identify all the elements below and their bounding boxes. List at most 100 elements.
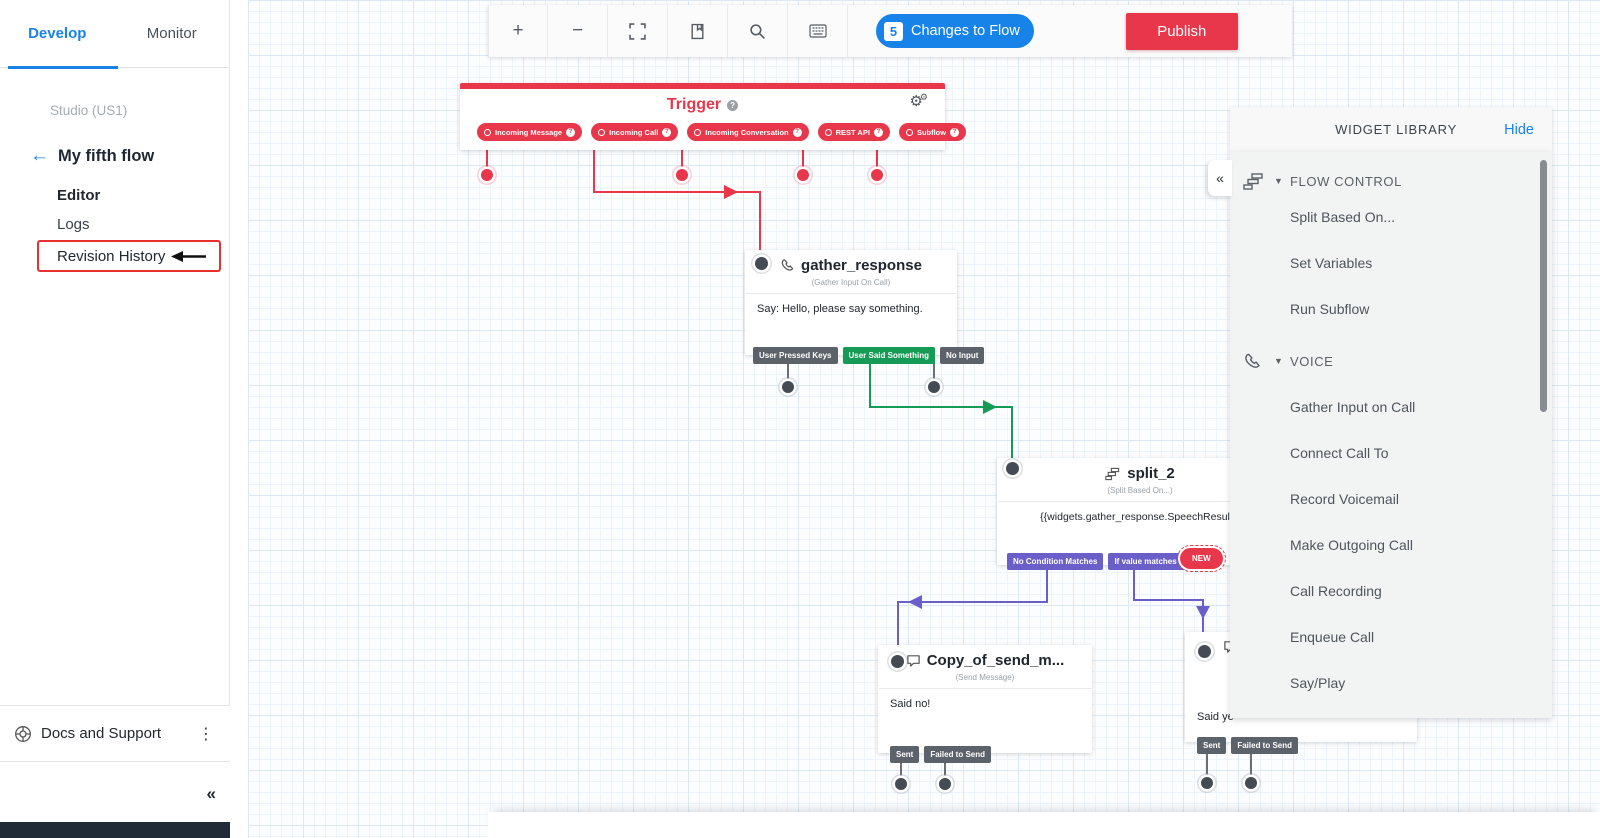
- transition-row: User Pressed Keys User Said Something No…: [753, 347, 985, 364]
- hide-library-link[interactable]: Hide: [1504, 121, 1534, 138]
- transition-user-pressed-keys[interactable]: User Pressed Keys: [753, 347, 838, 364]
- gear-icon[interactable]: ⚙⚙: [909, 92, 928, 110]
- changes-to-flow-button[interactable]: 5 Changes to Flow: [876, 14, 1034, 48]
- connector-green: [1011, 406, 1013, 464]
- radio-icon: [824, 128, 832, 136]
- widget-copy-of-send-m[interactable]: Copy_of_send_m... (Send Message) Said no…: [878, 645, 1092, 753]
- help-icon[interactable]: ?: [873, 127, 883, 137]
- transition-sent[interactable]: Sent: [1197, 737, 1227, 754]
- trigger-pill-incoming-call[interactable]: Incoming Call ?: [591, 123, 679, 141]
- connector-purple: [1133, 599, 1204, 601]
- trigger-pill-subflow[interactable]: Subflow ?: [898, 123, 967, 141]
- connector-red: [759, 191, 761, 253]
- widget-body: Said no!: [890, 698, 931, 710]
- library-item-connect-call-to[interactable]: Connect Call To: [1290, 445, 1389, 461]
- transition-sent[interactable]: Sent: [890, 746, 920, 763]
- transition-user-said-something[interactable]: User Said Something: [842, 347, 935, 364]
- input-port-dot[interactable]: [891, 655, 904, 668]
- canvas-gutter: [230, 0, 248, 838]
- library-book-button[interactable]: [668, 5, 728, 57]
- divider: [998, 501, 1282, 502]
- library-item-call-recording[interactable]: Call Recording: [1290, 583, 1382, 599]
- transition-row: Sent Failed to Send: [1197, 737, 1299, 754]
- sidebar-collapse-icon[interactable]: «: [206, 784, 216, 803]
- input-port-dot[interactable]: [1198, 645, 1211, 658]
- library-item-record-voicemail[interactable]: Record Voicemail: [1290, 491, 1399, 507]
- library-item-say-play[interactable]: Say/Play: [1290, 675, 1346, 691]
- keyboard-shortcuts-button[interactable]: [788, 5, 848, 57]
- input-port-dot[interactable]: [1006, 462, 1019, 475]
- fit-to-screen-button[interactable]: [608, 5, 668, 57]
- library-scrollbar[interactable]: [1540, 160, 1547, 412]
- port-dot[interactable]: [676, 169, 688, 181]
- divider: [879, 688, 1091, 689]
- widget-body: Say: Hello, please say something.: [757, 303, 923, 315]
- connector-arrow-icon: [983, 400, 997, 414]
- port-dot[interactable]: [481, 169, 493, 181]
- library-item-make-outgoing-call[interactable]: Make Outgoing Call: [1290, 537, 1413, 553]
- trigger-pill-incoming-conversation[interactable]: Incoming Conversation ?: [687, 123, 809, 141]
- port-dot[interactable]: [939, 778, 951, 790]
- connector-purple: [1202, 599, 1204, 649]
- lifebuoy-icon: [14, 725, 32, 743]
- port-stem: [900, 762, 902, 780]
- transition-if-value-matches-yes[interactable]: If value matches Yes: [1108, 553, 1199, 570]
- port-dot[interactable]: [871, 169, 883, 181]
- help-icon[interactable]: ?: [566, 127, 576, 137]
- sidebar-item-revision-history[interactable]: Revision History: [57, 248, 166, 265]
- search-button[interactable]: [728, 5, 788, 57]
- trigger-accent-bar: [460, 83, 945, 89]
- library-section-voice[interactable]: ▼ VOICE: [1230, 350, 1552, 372]
- port-stem: [944, 762, 946, 780]
- kebab-menu-icon[interactable]: ⋮: [198, 725, 214, 743]
- help-icon[interactable]: ?: [950, 127, 960, 137]
- library-item-run-subflow[interactable]: Run Subflow: [1290, 301, 1370, 317]
- publish-button[interactable]: Publish: [1125, 12, 1238, 50]
- library-collapse-tab[interactable]: «: [1208, 160, 1232, 196]
- help-icon[interactable]: ?: [727, 99, 739, 111]
- changes-count-badge: 5: [884, 21, 903, 41]
- tab-develop[interactable]: Develop: [28, 25, 87, 42]
- tab-monitor[interactable]: Monitor: [146, 25, 197, 42]
- help-icon[interactable]: ?: [662, 127, 672, 137]
- port-dot[interactable]: [1245, 777, 1257, 789]
- library-item-set-variables[interactable]: Set Variables: [1290, 255, 1373, 271]
- port-stem: [486, 141, 488, 171]
- library-section-flow-control[interactable]: ▼ FLOW CONTROL: [1230, 170, 1552, 192]
- widget-gather-response[interactable]: gather_response (Gather Input On Call) S…: [745, 250, 957, 355]
- port-dot[interactable]: [1201, 777, 1213, 789]
- port-dot[interactable]: [895, 778, 907, 790]
- transition-no-condition-matches[interactable]: No Condition Matches: [1007, 553, 1104, 570]
- back-arrow-icon[interactable]: ←: [30, 145, 49, 166]
- library-item-split-based-on[interactable]: Split Based On...: [1290, 209, 1396, 225]
- transition-failed-to-send[interactable]: Failed to Send: [1231, 737, 1299, 754]
- new-transition-badge[interactable]: NEW: [1177, 545, 1226, 572]
- active-tab-underline: [8, 66, 118, 69]
- zoom-out-button[interactable]: −: [548, 5, 608, 57]
- connector-purple: [897, 601, 1048, 603]
- canvas-edge: [488, 812, 1600, 838]
- library-item-enqueue-call[interactable]: Enqueue Call: [1290, 629, 1375, 645]
- help-icon[interactable]: ?: [792, 127, 802, 137]
- port-dot[interactable]: [928, 381, 940, 393]
- sidebar-tabs: Develop Monitor: [0, 0, 229, 69]
- split-icon: [1105, 467, 1121, 481]
- input-port-dot[interactable]: [755, 257, 768, 270]
- canvas-toolbar: + − 5 Changes to Flow Publish: [488, 5, 1292, 57]
- sidebar: Develop Monitor Studio (US1) ← My fifth …: [0, 0, 230, 838]
- docs-and-support-row[interactable]: Docs and Support ⋮: [0, 705, 230, 762]
- annotation-arrow-icon: [171, 251, 206, 262]
- library-item-gather-input-on-call[interactable]: Gather Input on Call: [1290, 399, 1416, 415]
- trigger-pill-rest-api[interactable]: REST API ?: [817, 123, 890, 141]
- transition-failed-to-send[interactable]: Failed to Send: [924, 746, 992, 763]
- sidebar-item-logs[interactable]: Logs: [57, 216, 90, 233]
- connector-red: [593, 191, 761, 193]
- transition-no-input[interactable]: No Input: [939, 347, 985, 364]
- trigger-pill-incoming-message[interactable]: Incoming Message ?: [477, 123, 583, 141]
- flow-name: My fifth flow: [58, 146, 155, 165]
- port-stem: [1250, 753, 1252, 779]
- sidebar-item-editor[interactable]: Editor: [57, 187, 101, 204]
- zoom-in-button[interactable]: +: [488, 5, 548, 57]
- port-dot[interactable]: [782, 381, 794, 393]
- port-dot[interactable]: [797, 169, 809, 181]
